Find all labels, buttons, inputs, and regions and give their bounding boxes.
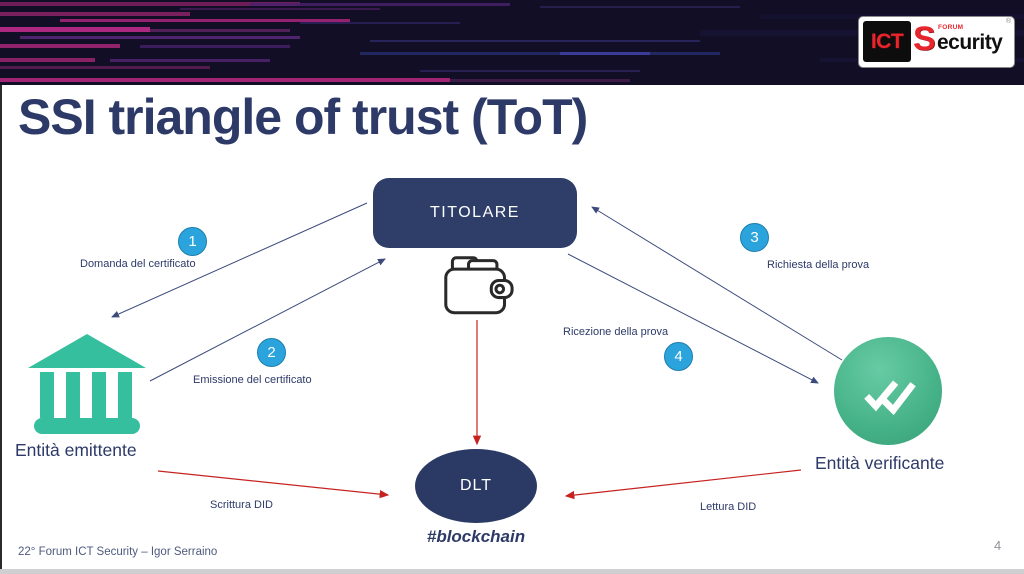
logo-forum-text: FORUM [938, 24, 964, 31]
titolare-node: TITOLARE [373, 178, 577, 248]
step-badge-2: 2 [257, 338, 286, 367]
ict-security-forum-logo: ICT S FORUM ecurity ® [858, 16, 1015, 68]
logo-ecurity-text: ecurity [937, 31, 1003, 54]
dlt-link-label-write: Scrittura DID [210, 499, 273, 511]
step-label-1: Domanda del certificato [80, 258, 196, 270]
blockchain-hashtag: #blockchain [426, 527, 526, 546]
arrow-titolare-to-verifier [567, 253, 819, 384]
footer-credit: 22° Forum ICT Security – Igor Serraino [18, 546, 218, 558]
slide-bottom-edge [0, 569, 1024, 574]
dlt-label: DLT [459, 477, 493, 494]
streak-pattern-art [0, 0, 1024, 85]
page-number: 4 [994, 538, 1002, 553]
logo-security-panel: S FORUM ecurity [913, 17, 1012, 66]
dlt-node: DLT [415, 449, 537, 523]
dlt-link-label-read: Lettura DID [700, 501, 757, 513]
step-badge-4: 4 [664, 342, 693, 371]
step-label-3: Richiesta della prova [767, 259, 870, 271]
titolare-label: TITOLARE [430, 204, 520, 221]
arrow-verifier-to-dlt [564, 469, 802, 500]
header-banner: ICT S FORUM ecurity ® [0, 0, 1024, 85]
step-label-2: Emissione del certificato [193, 374, 312, 386]
registered-trademark-icon: ® [1005, 18, 1011, 25]
logo-ict-text: ICT [870, 29, 904, 53]
step-badge-3: 3 [740, 223, 769, 252]
slide-left-edge [0, 85, 2, 570]
verifier-label: Entità verificante [815, 453, 945, 473]
issuer-label: Entità emittente [15, 440, 137, 460]
step-label-4: Ricezione della prova [563, 326, 669, 338]
bank-icon [28, 334, 146, 436]
page-title: SSI triangle of trust (ToT) [18, 89, 588, 145]
wallet-icon [442, 254, 514, 316]
step-badge-1: 1 [178, 227, 207, 256]
logo-s-text: S [913, 20, 936, 58]
double-check-icon [834, 337, 942, 445]
arrow-issuer-to-dlt [157, 470, 390, 499]
logo-ict-panel: ICT [863, 21, 911, 62]
